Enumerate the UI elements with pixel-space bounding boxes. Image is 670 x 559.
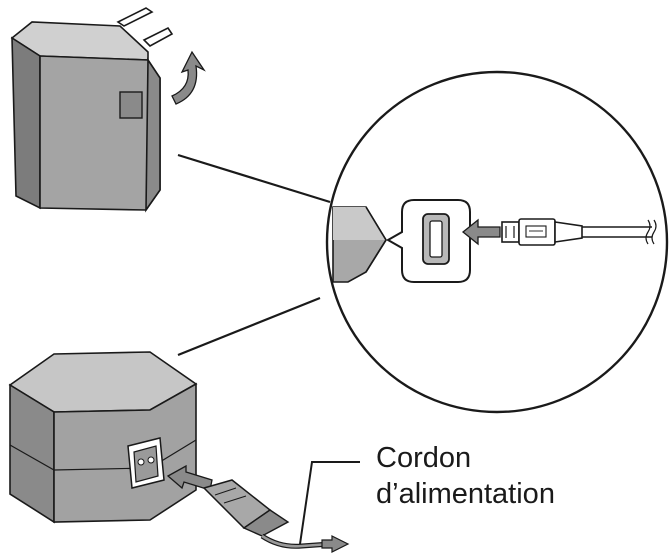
usb-port-closeup [385, 199, 471, 283]
insert-arrow-icon [461, 218, 501, 246]
usb-cable [582, 219, 657, 245]
usb-plug [501, 218, 583, 246]
magnified-view [177, 70, 669, 414]
label-leader-line [299, 461, 360, 545]
plug-prong-left [116, 7, 154, 27]
power-cord-label: Cordon d’alimentation [376, 440, 555, 512]
power-cord-label-line1: Cordon [376, 442, 472, 474]
rotate-arrow-icon [171, 50, 206, 105]
plug-prong-right [142, 26, 174, 47]
ac-adapter-us-plug [10, 7, 206, 213]
power-cord-connector [202, 479, 290, 537]
magnifier-circle [325, 70, 669, 414]
plug-in-arrow-icon [166, 464, 213, 491]
adapter-edge-closeup [332, 206, 387, 283]
callout-wedge-bottom [177, 296, 321, 357]
callout-wedge-top [177, 153, 331, 204]
power-cord-label-line2: d’alimentation [376, 478, 555, 510]
cord-direction-arrow-icon [321, 535, 350, 553]
ac-inlet [127, 437, 165, 489]
ac-adapter-cord-type [8, 351, 350, 553]
